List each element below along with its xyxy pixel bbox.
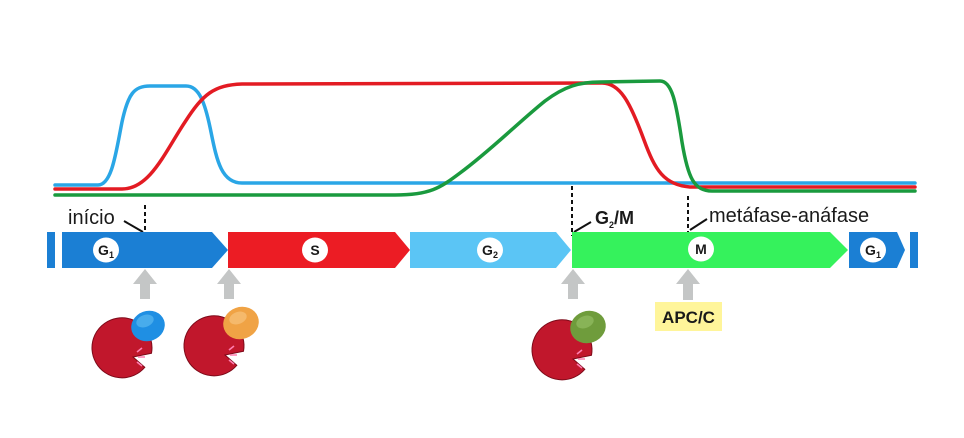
g2m-label-rest: /M bbox=[614, 208, 634, 228]
m-cyclin-curve bbox=[53, 79, 917, 197]
m-badge-text: M bbox=[695, 241, 707, 257]
start-up-arrow-head bbox=[133, 269, 157, 284]
g1-cyclin-curve bbox=[53, 84, 917, 187]
start-up-arrow-icon bbox=[133, 269, 157, 299]
apc-c-box bbox=[655, 302, 722, 331]
s-badge-text: S bbox=[310, 242, 319, 258]
s-up-arrow-shaft bbox=[224, 283, 234, 299]
g1-prev-strip bbox=[47, 232, 55, 268]
s-badge-circle bbox=[302, 237, 328, 263]
g1-badge-sub: 1 bbox=[109, 250, 114, 260]
metaphase-anaphase-label: metáfase-anáfase bbox=[709, 205, 869, 227]
g2m-label: G2/M bbox=[595, 208, 634, 230]
apc-up-arrow-icon bbox=[676, 269, 700, 300]
apc-up-arrow-head bbox=[676, 269, 700, 284]
g2-badge-main: G bbox=[482, 242, 493, 258]
g2-phase-badge: G2 bbox=[477, 237, 503, 263]
cyclin-highlight bbox=[136, 314, 154, 328]
g1-badge-main: G bbox=[98, 242, 109, 258]
g1-next-phase-badge: G1 bbox=[860, 237, 886, 263]
s-up-arrow-head bbox=[217, 269, 241, 284]
apc-up-arrow-shaft bbox=[683, 283, 693, 300]
g2m-up-arrow-shaft bbox=[568, 283, 578, 299]
start-label-leader bbox=[123, 220, 144, 233]
g2m-up-arrow-head bbox=[561, 269, 585, 284]
apc-c-text: APC/C bbox=[662, 308, 715, 327]
g2-badge-text: G2 bbox=[482, 242, 498, 260]
g2m-label-leader bbox=[573, 221, 592, 233]
g1-badge-circle bbox=[93, 237, 119, 263]
start-label: início bbox=[68, 207, 115, 229]
g1-badge-text: G1 bbox=[98, 242, 114, 260]
g1-next-badge-main: G bbox=[865, 242, 876, 258]
cdk-cyclin-complex-s bbox=[183, 306, 259, 377]
apc-c-badge: APC/C bbox=[655, 302, 722, 331]
cdk-cyclin-complex-m bbox=[531, 310, 606, 381]
s-up-arrow-icon bbox=[217, 269, 241, 299]
g1-next-badge-sub: 1 bbox=[876, 250, 881, 260]
m-badge-circle bbox=[688, 236, 714, 262]
g1-phase-badge: G1 bbox=[93, 237, 119, 263]
m-phase-badge: M bbox=[688, 236, 714, 262]
cyclin-highlight bbox=[576, 315, 594, 329]
s-cyclin-curve bbox=[53, 81, 917, 191]
start-up-arrow-shaft bbox=[140, 283, 150, 299]
g2m-up-arrow-icon bbox=[561, 269, 585, 299]
g1-next-strip bbox=[910, 232, 918, 268]
g2m-label-sub: 2 bbox=[609, 220, 614, 230]
metaphase-anaphase-label-leader bbox=[689, 218, 708, 231]
g1-phase-arrow bbox=[62, 232, 228, 268]
cdk-activity-spark-icon bbox=[136, 347, 145, 367]
g2m-label-main: G bbox=[595, 208, 609, 228]
cdk-activity-spark-icon bbox=[228, 345, 237, 365]
cdk-cyclin-complex-g1 bbox=[91, 310, 165, 379]
cdk-activity-spark-icon bbox=[576, 349, 585, 369]
g1-next-badge-circle bbox=[860, 237, 886, 263]
g2-badge-circle bbox=[477, 237, 503, 263]
cyclin-highlight bbox=[229, 311, 247, 325]
s-phase-badge: S bbox=[302, 237, 328, 263]
g2-badge-sub: 2 bbox=[493, 250, 498, 260]
g1-next-badge-text: G1 bbox=[865, 242, 881, 260]
